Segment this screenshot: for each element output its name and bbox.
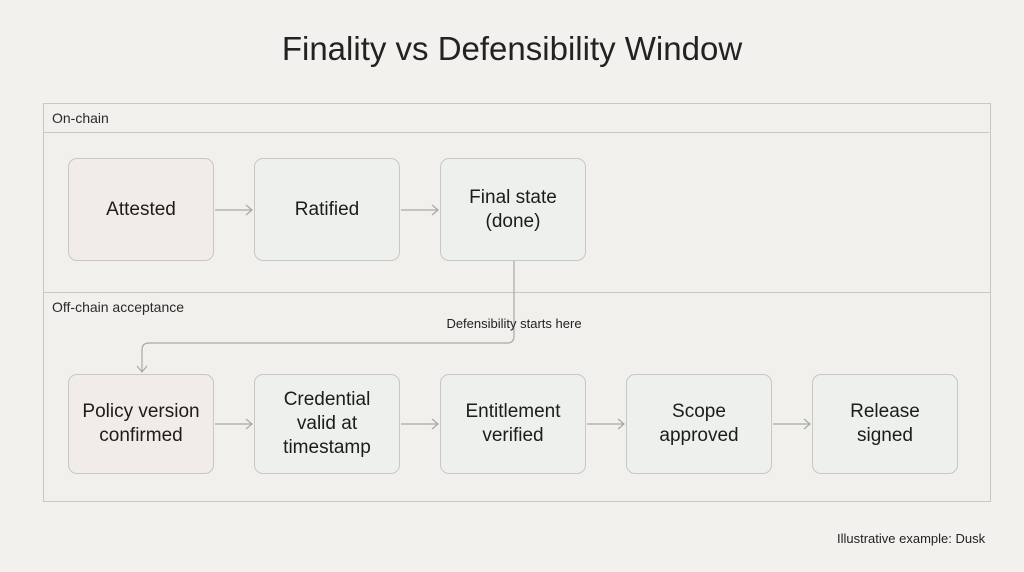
node-attested: Attested <box>68 158 214 261</box>
node-entitlement: Entitlement verified <box>440 374 586 474</box>
arrow-scope-release <box>773 418 811 430</box>
node-release-signed: Release signed <box>812 374 958 474</box>
arrow-attested-ratified <box>215 204 253 216</box>
node-label: Final state (done) <box>469 186 557 232</box>
node-label: Release signed <box>850 401 920 446</box>
arrow-credential-entitlement <box>401 418 439 430</box>
node-label: Scope approved <box>659 401 739 446</box>
off-chain-lane-label: Off-chain acceptance <box>52 299 185 315</box>
arrow-policy-credential <box>215 418 253 430</box>
node-ratified: Ratified <box>254 158 400 261</box>
arrow-ratified-final <box>401 204 439 216</box>
node-label: Entitlement verified <box>465 401 561 446</box>
node-credential-valid: Credential valid at timestamp <box>254 374 400 474</box>
lane-divider <box>43 292 990 293</box>
node-policy-version: Policy version confirmed <box>68 374 214 474</box>
arrow-entitlement-scope <box>587 418 625 430</box>
node-label: Credential valid at timestamp <box>283 389 371 458</box>
on-chain-lane-label: On-chain <box>52 110 109 126</box>
arrow-final-to-policy <box>136 261 515 373</box>
node-label: Attested <box>106 198 176 220</box>
node-label: Policy version confirmed <box>82 401 200 446</box>
footer-caption: Illustrative example: Dusk <box>837 531 986 546</box>
node-final-state: Final state (done) <box>440 158 586 261</box>
on-chain-lane-header <box>43 103 989 133</box>
node-label: Ratified <box>294 198 360 220</box>
diagram-title: Finality vs Defensibility Window <box>281 30 743 67</box>
node-scope-approved: Scope approved <box>626 374 772 474</box>
defensibility-label: Defensibility starts here <box>446 316 582 331</box>
